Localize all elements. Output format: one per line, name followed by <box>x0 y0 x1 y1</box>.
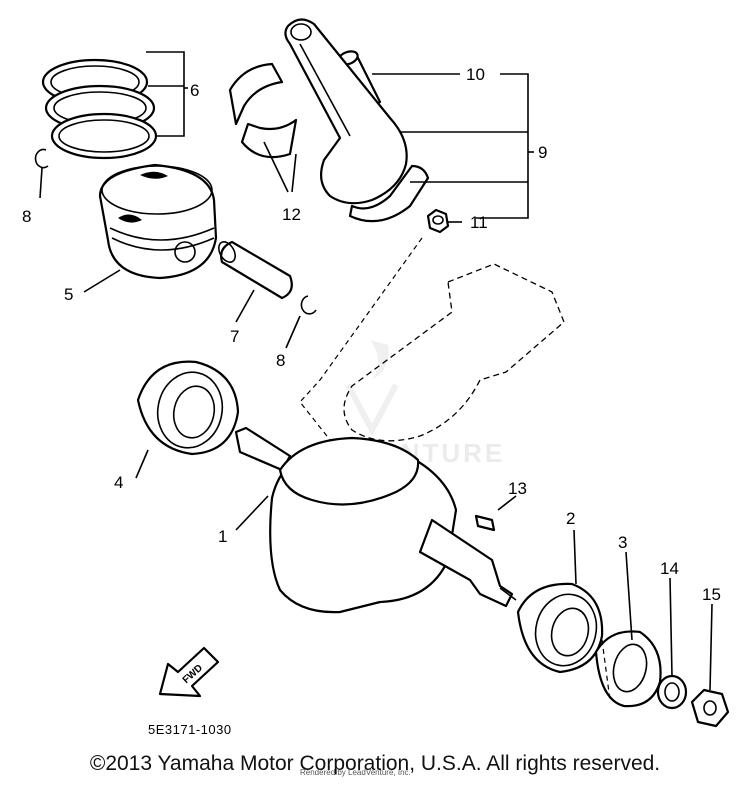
callout-10: 10 <box>466 65 485 84</box>
copyright-notice: ©2013 Yamaha Motor Corporation, U.S.A. A… <box>89 752 661 775</box>
conrod-ghost-outline <box>299 237 565 451</box>
bearing-part-4 <box>136 360 240 456</box>
callout-labels: 6 8 5 7 8 12 10 9 11 4 1 13 2 3 14 15 <box>22 65 721 604</box>
piston-rings-part-6 <box>41 58 158 160</box>
callout-14: 14 <box>660 559 679 578</box>
bearing-part-2 <box>516 582 604 674</box>
piston-part-5 <box>98 163 218 280</box>
callout-4: 4 <box>114 473 123 492</box>
circlip-part-8-lower <box>300 295 317 315</box>
callout-8-upper: 8 <box>22 207 31 226</box>
washer-part-14 <box>656 674 688 710</box>
nut-part-15 <box>690 688 730 728</box>
circlip-part-8-upper <box>34 148 49 169</box>
bearing-shells-part-12 <box>228 62 298 159</box>
crankshaft-part-1 <box>234 426 517 614</box>
callout-11: 11 <box>470 213 488 232</box>
piston-pin-part-7 <box>218 240 293 300</box>
callout-12: 12 <box>282 205 301 224</box>
drawing-code: 5E3171-1030 <box>148 722 232 737</box>
callout-15: 15 <box>702 585 721 604</box>
connecting-rod-part-9 <box>284 18 430 223</box>
callout-3: 3 <box>618 533 627 552</box>
renderer-credit: Rendered by LeadVenture, Inc. <box>300 768 411 777</box>
conrod-nut-part-11 <box>426 208 450 234</box>
callout-9: 9 <box>538 143 547 162</box>
leader-lines <box>39 51 713 691</box>
callout-2: 2 <box>566 509 575 528</box>
callout-13: 13 <box>508 479 527 498</box>
callout-1: 1 <box>218 527 227 546</box>
gear-part-3 <box>594 630 662 708</box>
callout-6: 6 <box>190 81 199 100</box>
woodruff-key-part-13 <box>474 514 496 532</box>
fwd-arrow-icon: FWD <box>158 646 220 698</box>
callout-8-lower: 8 <box>276 351 285 370</box>
callout-7: 7 <box>230 327 239 346</box>
callout-5: 5 <box>64 285 73 304</box>
